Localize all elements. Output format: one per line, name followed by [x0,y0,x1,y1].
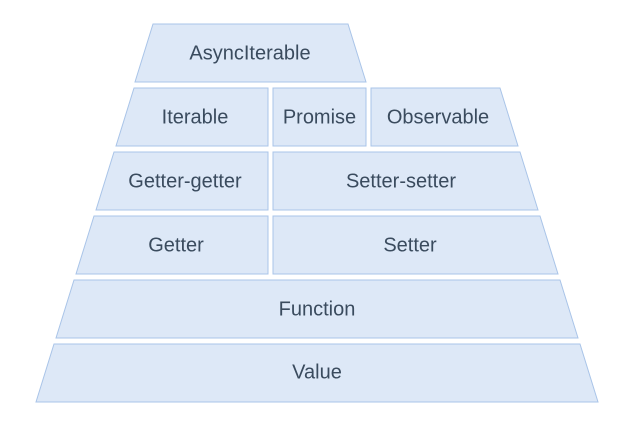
block-label: Function [279,298,356,320]
block-label: Setter-setter [346,170,456,192]
block-asynciterable: AsyncIterable [134,23,367,83]
block-label: Getter-getter [128,170,242,192]
block-function: Function [55,279,579,339]
block-iterable: Iterable [115,87,269,147]
block-setter-setter: Setter-setter [272,151,539,211]
block-value: Value [35,343,599,403]
block-observable: Observable [370,87,519,147]
block-label: Getter [148,234,204,256]
block-label: AsyncIterable [189,42,310,64]
block-label: Iterable [162,106,229,128]
block-label: Setter [383,234,437,256]
block-label: Observable [387,106,489,128]
block-getter: Getter [75,215,269,275]
block-label: Value [292,361,342,383]
block-promise: Promise [272,87,367,147]
block-getter-getter: Getter-getter [95,151,269,211]
block-label: Promise [283,106,356,128]
block-setter: Setter [272,215,559,275]
